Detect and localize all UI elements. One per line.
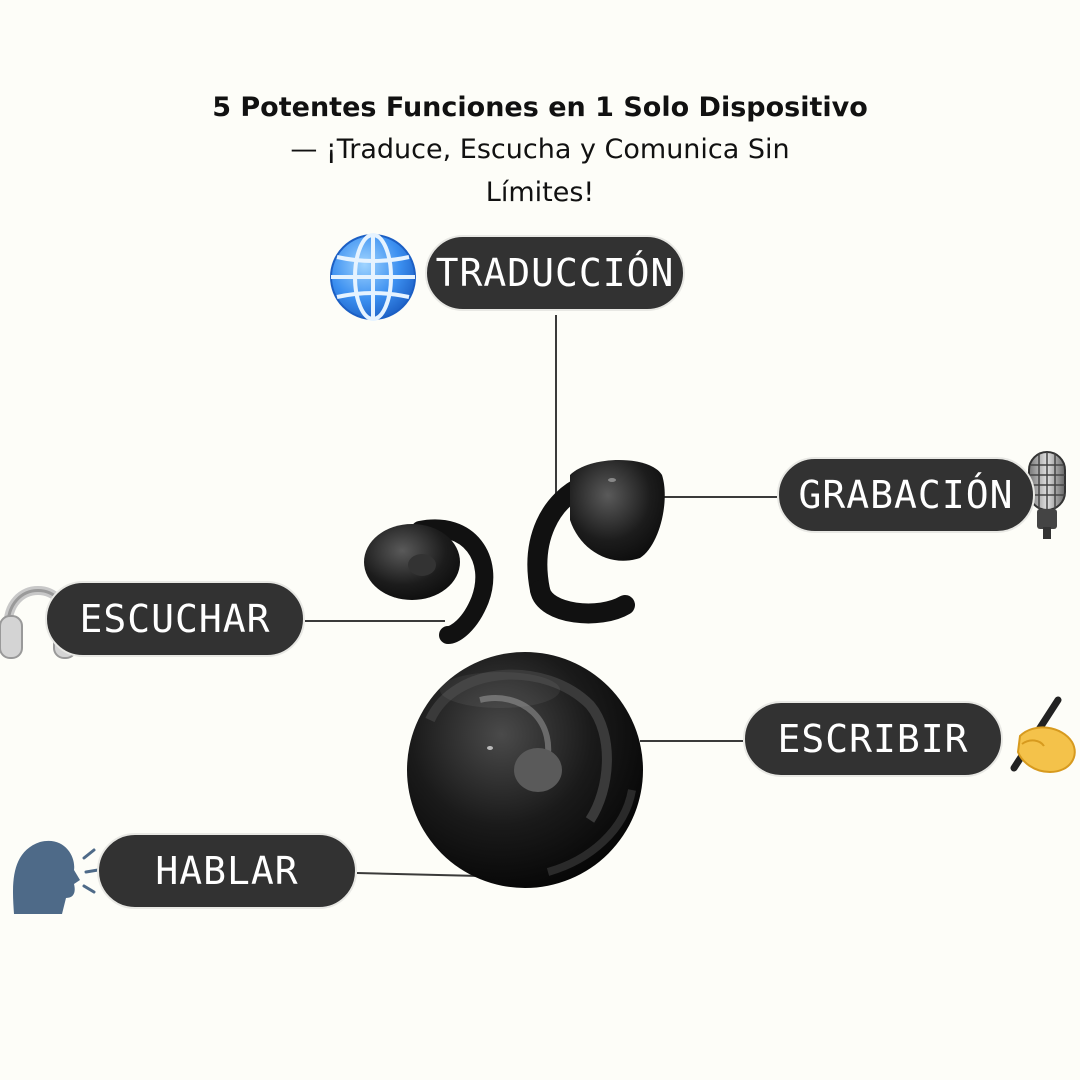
connector-lines bbox=[305, 315, 777, 877]
charging-case bbox=[407, 652, 643, 888]
microphone-icon bbox=[1028, 451, 1066, 539]
earbud-left bbox=[364, 519, 494, 644]
feature-label-escuchar: ESCUCHAR bbox=[79, 597, 271, 641]
headline-line-3: Límites! bbox=[485, 177, 595, 208]
feature-label-traduccion: TRADUCCIÓN bbox=[435, 251, 675, 295]
feature-pill-traduccion: TRADUCCIÓN bbox=[425, 235, 685, 311]
feature-pill-escribir: ESCRIBIR bbox=[743, 701, 1003, 777]
headline-line-1: 5 Potentes Funciones en 1 Solo Dispositi… bbox=[212, 92, 868, 123]
speaking-head-icon bbox=[13, 840, 100, 914]
globe-icon bbox=[330, 233, 416, 321]
headline-line-2: — ¡Traduce, Escucha y Comunica Sin bbox=[290, 134, 790, 165]
feature-label-escribir: ESCRIBIR bbox=[777, 717, 969, 761]
feature-label-hablar: HABLAR bbox=[155, 849, 299, 893]
feature-pill-hablar: HABLAR bbox=[97, 833, 357, 909]
feature-pill-grabacion: GRABACIÓN bbox=[777, 457, 1035, 533]
writing-hand-icon bbox=[1010, 696, 1076, 774]
earbud-right bbox=[527, 460, 665, 624]
feature-pill-escuchar: ESCUCHAR bbox=[45, 581, 305, 657]
feature-label-grabacion: GRABACIÓN bbox=[798, 473, 1014, 517]
headline: 5 Potentes Funciones en 1 Solo Dispositi… bbox=[140, 88, 940, 214]
